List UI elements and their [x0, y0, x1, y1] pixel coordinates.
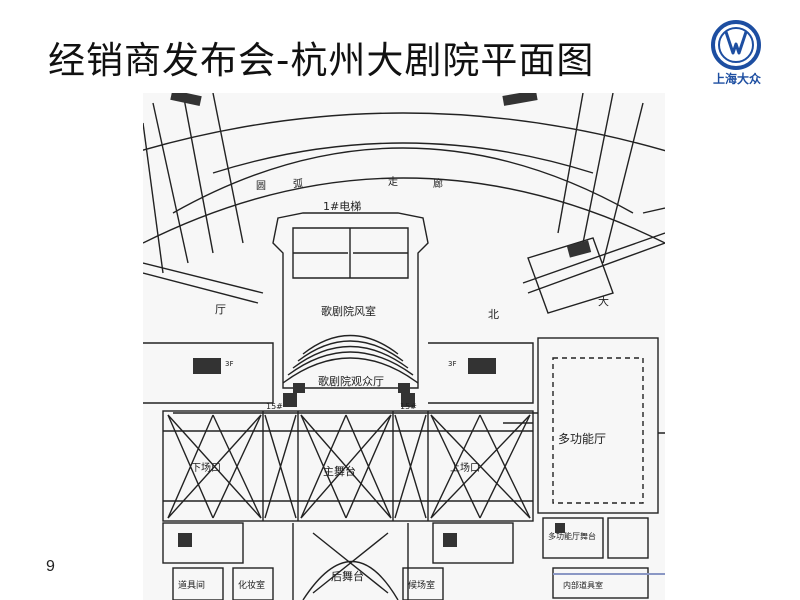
label-corridor-2: 弧	[293, 177, 303, 190]
label-north: 北	[488, 308, 499, 321]
label-main-stage: 主舞台	[323, 464, 356, 478]
page-title: 经销商发布会-杭州大剧院平面图	[48, 39, 595, 82]
floor-plan-drawing: 圆 弧 走 廊 1#电梯 厅 北 大 歌剧院风室 歌剧院观众厅 多功能厅 下场口…	[143, 93, 665, 600]
label-corridor-4: 廊	[433, 177, 443, 190]
label-corridor-1: 圆	[256, 180, 266, 192]
label-stair-a: 3F	[225, 360, 233, 368]
label-door-left: 15#	[266, 402, 283, 411]
label-elevator: 1#电梯	[323, 200, 361, 213]
brand-text: 上海大众	[712, 72, 761, 86]
label-door-right: 15#	[400, 402, 417, 411]
footer-divider	[553, 573, 665, 575]
label-dress-room: 化妆室	[238, 579, 265, 591]
label-side-stage-right: 上场口	[450, 461, 480, 474]
label-prop-store: 内部道具室	[563, 580, 603, 590]
label-big: 大	[598, 294, 609, 308]
page-number: 9	[46, 558, 55, 575]
vw-logo-icon	[711, 20, 761, 70]
floor-plan: 圆 弧 走 廊 1#电梯 厅 北 大 歌剧院风室 歌剧院观众厅 多功能厅 下场口…	[143, 93, 665, 600]
label-waiting-room: 候场室	[408, 579, 435, 591]
label-opera-auditorium: 歌剧院观众厅	[318, 374, 384, 388]
label-props-room: 道具间	[178, 579, 205, 591]
label-side-stage-left: 下场口	[191, 461, 221, 474]
label-hall-left: 厅	[215, 303, 226, 316]
label-opera-stage-room: 歌剧院风室	[321, 304, 376, 318]
label-stair-b: 3F	[448, 360, 456, 368]
label-corridor-3: 走	[388, 176, 398, 188]
label-multi-backstage: 多功能厅舞台	[548, 531, 596, 541]
label-multi-hall: 多功能厅	[558, 432, 606, 446]
label-rear-stage: 后舞台	[331, 569, 364, 583]
